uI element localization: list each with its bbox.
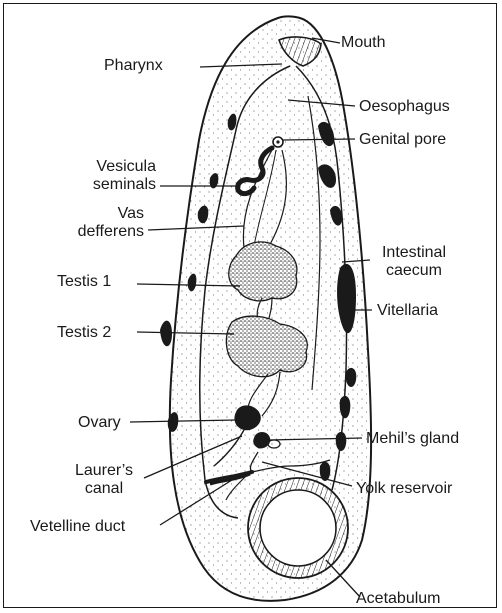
label-vitellaria: Vitellaria — [377, 302, 438, 320]
label-vesicula-line2: seminals — [60, 176, 156, 194]
label-intestinal-caecum: Intestinal caecum — [366, 244, 462, 280]
testis-1 — [229, 242, 297, 301]
label-vesicula-seminals: Vesicula seminals — [60, 158, 156, 194]
label-intestinal-line1: Intestinal — [366, 244, 462, 262]
label-mouth: Mouth — [341, 34, 385, 52]
label-vas-defferens: Vas defferens — [40, 205, 144, 241]
label-testis-2: Testis 2 — [57, 324, 111, 342]
label-mehils-gland: Mehil’s gland — [366, 430, 459, 448]
label-genital-pore: Genital pore — [359, 131, 446, 149]
label-vetelline-duct: Vetelline duct — [30, 518, 125, 536]
label-laurers-canal: Laurer’s canal — [60, 462, 148, 498]
label-testis-1: Testis 1 — [57, 273, 111, 291]
label-vesicula-line1: Vesicula — [60, 158, 156, 176]
label-laurers-line2: canal — [60, 480, 148, 498]
label-pharynx: Pharynx — [104, 57, 163, 75]
label-vas-line2: defferens — [40, 223, 144, 241]
label-yolk-reservoir: Yolk reservoir — [356, 480, 452, 498]
label-vas-line1: Vas — [40, 205, 144, 223]
label-acetabulum: Acetabulum — [356, 590, 441, 608]
label-ovary: Ovary — [78, 414, 121, 432]
label-oesophagus: Oesophagus — [359, 98, 450, 116]
label-intestinal-line2: caecum — [366, 262, 462, 280]
label-laurers-line1: Laurer’s — [60, 462, 148, 480]
